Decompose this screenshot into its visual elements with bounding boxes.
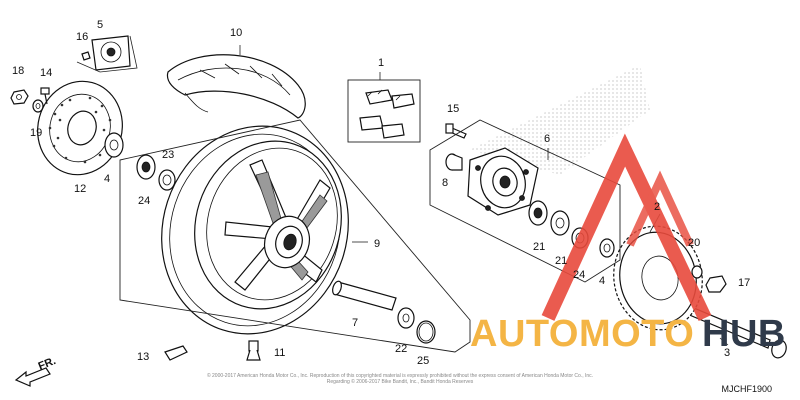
rubber-dampers [347, 79, 421, 143]
part-label-p4b: 4 [599, 275, 605, 287]
halftone-shading [470, 65, 650, 175]
watermark-logo [541, 133, 712, 322]
part-label-p9: 9 [374, 238, 380, 250]
brake-disc [37, 80, 123, 176]
part-label-p5: 5 [97, 19, 103, 31]
right-bearing-21a [528, 200, 548, 226]
part-label-p6: 6 [544, 133, 550, 145]
left-bearing-24 [136, 154, 156, 180]
part-label-p2: 2 [654, 201, 660, 213]
part-label-p24a: 24 [138, 195, 150, 207]
part-label-p1: 1 [378, 57, 384, 69]
part-label-p22: 22 [395, 343, 407, 355]
part-label-p13: 13 [137, 351, 149, 363]
part-label-p17: 17 [738, 277, 750, 289]
part-label-p8: 8 [442, 177, 448, 189]
watermark-text-a: AUTOMOTO [470, 313, 694, 355]
part-label-p4a: 4 [104, 173, 110, 185]
left-seal-23 [158, 169, 176, 191]
part-label-p15: 15 [447, 103, 459, 115]
part-label-p14: 14 [40, 67, 52, 79]
sprocket-washer-20 [691, 265, 703, 279]
part-label-p10: 10 [230, 27, 242, 39]
part-number-labels: 1234456789101112131415161718192021212223… [12, 19, 750, 367]
pulser-ring [91, 35, 131, 71]
part-label-p11: 11 [274, 347, 285, 359]
part-label-p21a: 21 [533, 241, 545, 253]
part-label-p25: 25 [417, 355, 429, 367]
part-label-p7: 7 [352, 317, 358, 329]
part-label-p23: 23 [162, 149, 174, 161]
direction-label: FR. [37, 355, 58, 373]
disc-washer [32, 99, 44, 113]
sprocket-nut-17 [705, 275, 727, 293]
diagram-code: MJCHF1900 [721, 384, 772, 394]
watermark-text-b: HUB [702, 313, 786, 355]
axle-bearing-22 [397, 307, 415, 329]
o-ring-25 [416, 320, 436, 344]
part-label-p16: 16 [76, 31, 88, 43]
copyright-line-2: Regarding © 2006-2017 Bike Bandit, Inc.,… [327, 378, 474, 385]
part-label-p12: 12 [74, 183, 86, 195]
copyright-line: © 2000-2017 American Honda Motor Co., In… [207, 372, 593, 379]
part-label-p24b: 24 [573, 269, 585, 281]
wheel-assembly [161, 125, 349, 335]
part-label-p19: 19 [30, 127, 42, 139]
air-valve [246, 340, 261, 361]
pulser-screw [81, 51, 91, 61]
driven-flange [467, 147, 539, 216]
axle-pipe [332, 280, 397, 311]
part-label-p21b: 21 [555, 255, 567, 267]
flange-collar-8 [445, 153, 463, 171]
part-label-p18: 18 [12, 65, 24, 77]
disc-bolt [40, 87, 50, 105]
right-bearing-21b [550, 210, 570, 236]
part-label-p3: 3 [724, 347, 730, 359]
balance-weight [164, 345, 188, 361]
flange-stud-15 [445, 123, 467, 139]
direction-arrow [14, 367, 51, 387]
tyre [166, 54, 306, 119]
left-bearing-4 [104, 132, 124, 158]
disc-nut [10, 89, 29, 105]
right-collar-4 [599, 238, 615, 258]
part-label-p20: 20 [688, 237, 700, 249]
